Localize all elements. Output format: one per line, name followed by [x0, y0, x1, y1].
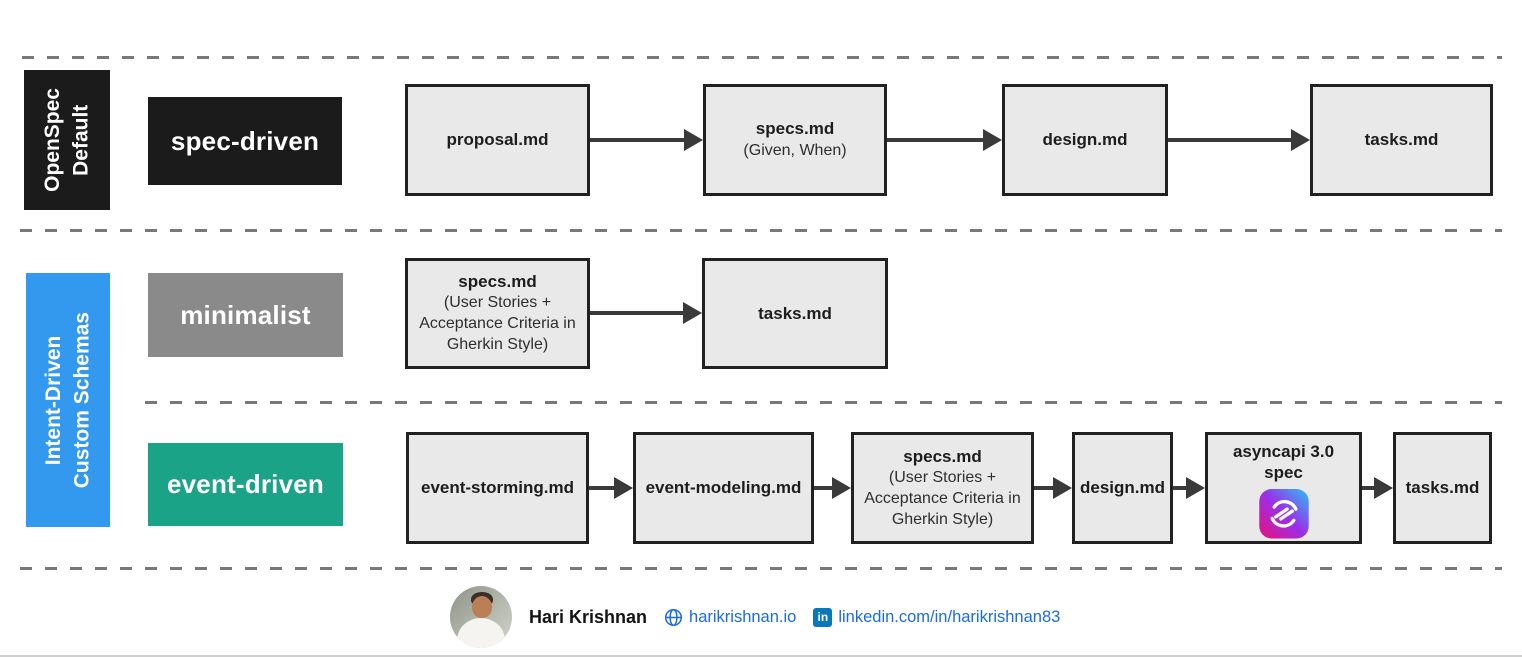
node-title: tasks.md — [1405, 478, 1480, 498]
flow-arrow — [1173, 486, 1186, 490]
node-event-modeling-md: event-modeling.md — [633, 432, 814, 544]
linkedin-link-text: linkedin.com/in/harikrishnan83 — [838, 607, 1061, 626]
group-label-line: OpenSpec — [40, 88, 64, 192]
avatar-shirt — [457, 618, 505, 648]
node-proposal-md: proposal.md — [405, 84, 590, 196]
lane-label-event-driven: event-driven — [148, 443, 343, 526]
lane-label-spec-driven: spec-driven — [148, 97, 342, 185]
node-event-storming-md: event-storming.md — [406, 432, 589, 544]
node-title: asyncapi 3.0 spec — [1232, 442, 1335, 483]
node-tasks-md: tasks.md — [1393, 432, 1492, 544]
flow-arrow — [814, 486, 832, 490]
dashed-separator-top — [22, 56, 1502, 59]
author-name: Hari Krishnan — [529, 606, 648, 627]
node-subtitle: (Given, When) — [743, 141, 847, 159]
node-design-md: design.md — [1002, 84, 1168, 196]
node-title: specs.md — [755, 119, 835, 139]
node-specs-md-user-stories: specs.md (User Stories + Acceptance Crit… — [405, 258, 590, 369]
node-subtitle: (User Stories + Acceptance Criteria in G… — [864, 468, 1021, 528]
avatar-face — [472, 596, 492, 618]
flow-arrow — [1034, 486, 1053, 490]
linkedin-icon: in — [813, 607, 833, 627]
flow-arrow — [1362, 486, 1374, 490]
lane-label-minimalist: minimalist — [148, 273, 343, 357]
linkedin-link[interactable]: in linkedin.com/in/harikrishnan83 — [813, 607, 1061, 627]
node-tasks-md: tasks.md — [702, 258, 888, 369]
group-label-intent-driven-custom-schemas: Intent-Driven Custom Schemas — [26, 273, 110, 527]
node-title: specs.md — [458, 272, 537, 292]
group-label-custom-text: Intent-Driven Custom Schemas — [40, 312, 97, 488]
website-link-text: harikrishnan.io — [689, 607, 797, 626]
group-label-openspec-default-text: OpenSpec Default — [39, 88, 96, 192]
dashed-separator-openspec-custom — [20, 229, 1502, 232]
flow-arrow — [590, 138, 684, 142]
node-design-md: design.md — [1072, 432, 1173, 544]
flow-arrow — [589, 486, 614, 490]
dashed-separator-bottom — [20, 567, 1502, 570]
node-title: event-modeling.md — [645, 478, 802, 498]
node-title: design.md — [1080, 478, 1166, 498]
node-asyncapi-3-0-spec: asyncapi 3.0 spec — [1205, 432, 1362, 544]
group-label-line: Custom Schemas — [70, 311, 93, 489]
group-label-openspec-default: OpenSpec Default — [24, 70, 110, 210]
node-title: event-storming.md — [420, 478, 575, 498]
dashed-separator-minimalist-eventdriven — [145, 401, 1502, 404]
avatar — [450, 586, 512, 648]
flow-arrow — [887, 138, 983, 142]
node-specs-md-user-stories: specs.md (User Stories + Acceptance Crit… — [851, 432, 1034, 544]
node-specs-md-given-when: specs.md (Given, When) — [703, 84, 887, 196]
node-subtitle: (User Stories + Acceptance Criteria in G… — [419, 294, 576, 354]
asyncapi-logo-icon — [1258, 488, 1309, 538]
globe-icon — [664, 608, 683, 626]
node-title: proposal.md — [446, 130, 549, 150]
node-title: tasks.md — [1364, 130, 1439, 150]
author-byline: Hari Krishnan harikrishnan.io in linkedi… — [450, 586, 1060, 648]
node-tasks-md: tasks.md — [1310, 84, 1493, 196]
group-label-line: Default — [69, 104, 92, 176]
flow-arrow — [590, 311, 683, 315]
website-link[interactable]: harikrishnan.io — [664, 608, 796, 627]
node-title: tasks.md — [758, 303, 832, 323]
group-label-line: Intent-Driven — [41, 335, 65, 465]
node-title: design.md — [1042, 130, 1128, 150]
bottom-edge-line — [0, 655, 1522, 657]
flow-arrow — [1168, 138, 1291, 142]
node-title: specs.md — [903, 446, 982, 466]
